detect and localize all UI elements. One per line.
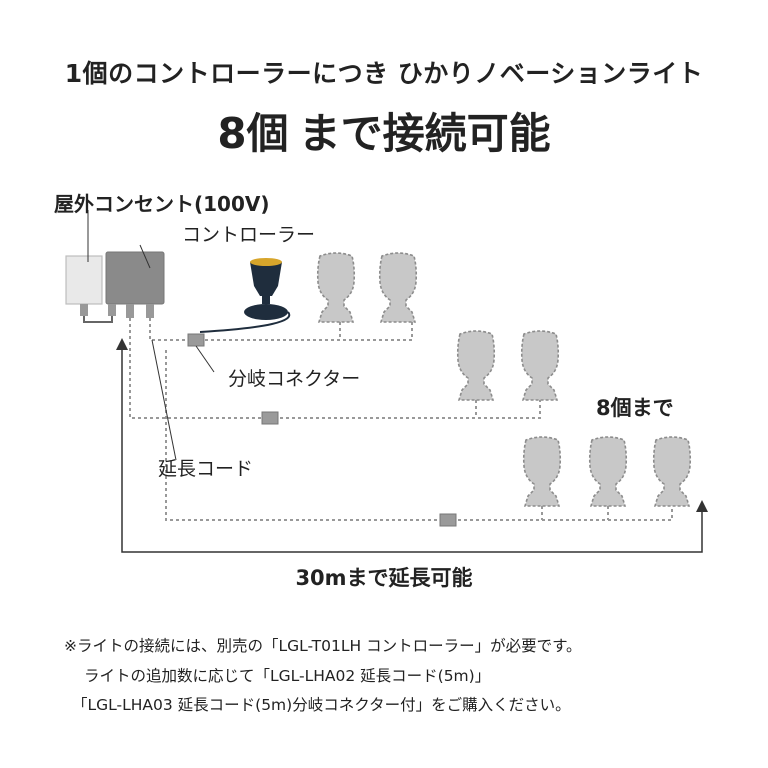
arrow-left bbox=[116, 338, 128, 350]
highlight-count: 8個 bbox=[213, 100, 293, 161]
headline-line1: 1個のコントローラーにつき ひかりノベーションライト bbox=[64, 59, 704, 88]
light-4 bbox=[456, 330, 496, 401]
light-3 bbox=[378, 252, 418, 323]
outlet-box bbox=[65, 255, 103, 305]
controller-box bbox=[105, 251, 165, 305]
range-bracket bbox=[121, 346, 703, 553]
light-5 bbox=[520, 330, 560, 401]
light-2 bbox=[316, 252, 356, 323]
active-light bbox=[199, 258, 291, 333]
light-8 bbox=[652, 436, 692, 507]
max-count-label: 8個まで bbox=[596, 396, 674, 420]
light-6 bbox=[522, 436, 562, 507]
outlet-label: 屋外コンセント(100V) bbox=[54, 192, 270, 216]
light-7 bbox=[588, 436, 628, 507]
branch-leader bbox=[195, 345, 215, 373]
arrow-right bbox=[696, 500, 708, 512]
extension-cord-label: 延長コード bbox=[158, 458, 254, 480]
note-line-3: 「LGL-LHA03 延長コード(5m)分岐コネクター付」をご購入ください。 bbox=[72, 696, 571, 714]
max-length-label: 30mまで延長可能 bbox=[295, 566, 473, 590]
controller-label: コントローラー bbox=[182, 224, 316, 246]
headline-rest: まで接続可能 bbox=[298, 109, 551, 158]
note-line-1: ※ライトの接続には、別売の「LGL-T01LH コントローラー」が必要です。 bbox=[64, 637, 582, 655]
controller-leader bbox=[139, 244, 151, 269]
power-cable bbox=[83, 304, 113, 323]
branch-connectors bbox=[187, 333, 457, 527]
note-line-2: ライトの追加数に応じて「LGL-LHA02 延長コード(5m)」 bbox=[84, 667, 491, 685]
extcord-leader bbox=[151, 339, 177, 461]
headline-line2: 8個まで接続可能 bbox=[0, 100, 768, 161]
branch-connector-label: 分岐コネクター bbox=[228, 368, 361, 390]
extension-wires bbox=[129, 318, 673, 521]
